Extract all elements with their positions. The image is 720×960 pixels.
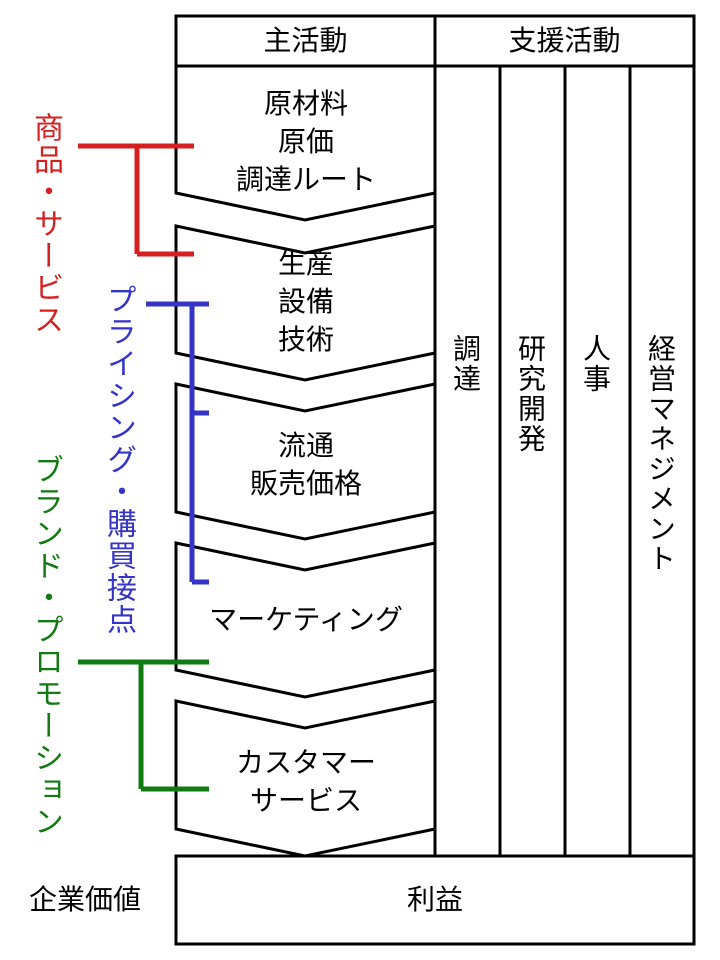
support-activity-hr: 人事 [579, 334, 612, 394]
support-activity-procurement: 調達 [449, 334, 482, 394]
primary-activities-header: 主活動 [263, 24, 348, 58]
bracket-blue [146, 301, 209, 585]
profit-label: 利益 [406, 883, 463, 917]
bracket-green [78, 659, 209, 792]
chevron-3 [174, 382, 437, 541]
group-label-pricing-touchpoints: プライシング・購買接点 [101, 284, 136, 636]
chevron-1 [174, 64, 437, 222]
chevron-4 [174, 541, 437, 699]
primary-activity-raw-materials: 原材料 原価 調達ルート [235, 86, 376, 197]
corporate-value-label: 企業価値 [28, 883, 141, 917]
support-activities-header: 支援活動 [508, 24, 621, 58]
support-activity-rnd: 研究開発 [514, 334, 547, 454]
profit-box [174, 854, 696, 946]
chevron-5 [174, 699, 437, 858]
primary-activity-production: 生産 設備 技術 [277, 246, 334, 357]
group-label-brand-promotion: ブランド・プロモーション [28, 454, 63, 838]
primary-activity-customer-service: カスタマー サービス [235, 745, 376, 817]
support-activity-management: 経営マネジメント [644, 334, 677, 574]
primary-activity-marketing: マーケティング [209, 602, 403, 636]
chevron-2 [174, 224, 437, 382]
primary-activity-distribution: 流通 販売価格 [249, 428, 362, 500]
group-label-products-services: 商品・サービス [28, 112, 63, 336]
bracket-red [78, 143, 194, 257]
